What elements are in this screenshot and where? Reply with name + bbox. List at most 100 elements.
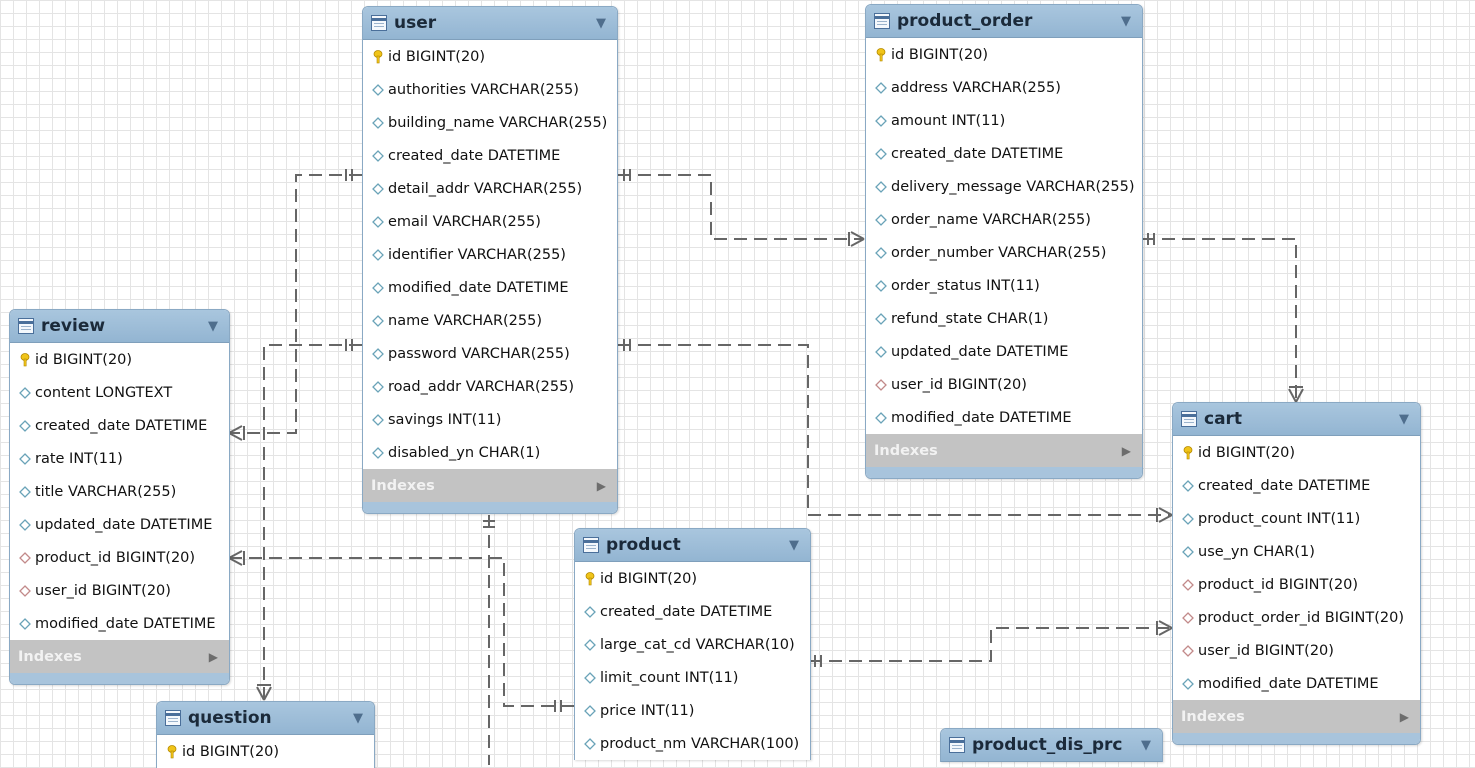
column-row[interactable]: product_order_id BIGINT(20) (1173, 601, 1420, 634)
column-row[interactable]: road_addr VARCHAR(255) (363, 370, 617, 403)
many-marker (256, 684, 272, 701)
column-row[interactable]: detail_addr VARCHAR(255) (363, 172, 617, 205)
column-row[interactable]: identifier VARCHAR(255) (363, 238, 617, 271)
collapse-triangle-icon[interactable]: ▼ (353, 710, 363, 726)
column-diamond-icon (875, 81, 887, 94)
indexes-section[interactable]: Indexes▶ (10, 640, 229, 673)
column-row[interactable]: title VARCHAR(255) (10, 475, 229, 508)
collapse-triangle-icon[interactable]: ▼ (596, 15, 606, 31)
column-row[interactable]: id BIGINT(20) (157, 735, 374, 768)
expand-arrow-icon[interactable]: ▶ (208, 649, 218, 664)
column-row[interactable]: product_id BIGINT(20) (10, 541, 229, 574)
column-row[interactable]: id BIGINT(20) (363, 40, 617, 73)
column-text: modified_date DATETIME (35, 615, 216, 632)
column-row[interactable]: large_cat_cd VARCHAR(10) (575, 628, 810, 661)
column-row[interactable]: content LONGTEXT (10, 376, 229, 409)
column-diamond-icon (1182, 677, 1194, 690)
indexes-section[interactable]: Indexes▶ (363, 469, 617, 502)
table-header[interactable]: user▼ (363, 7, 617, 40)
column-row[interactable]: user_id BIGINT(20) (1173, 634, 1420, 667)
expand-arrow-icon[interactable]: ▶ (1399, 709, 1409, 724)
column-row[interactable]: user_id BIGINT(20) (866, 368, 1142, 401)
column-row[interactable]: rate INT(11) (10, 442, 229, 475)
one-marker (623, 339, 631, 351)
table-header[interactable]: product_dis_prc▼ (941, 729, 1162, 762)
table-product[interactable]: product▼id BIGINT(20)created_date DATETI… (574, 528, 811, 760)
column-row[interactable]: name VARCHAR(255) (363, 304, 617, 337)
column-row[interactable]: product_nm VARCHAR(100) (575, 727, 810, 760)
column-row[interactable]: modified_date DATETIME (363, 271, 617, 304)
column-row[interactable]: order_status INT(11) (866, 269, 1142, 302)
column-text: user_id BIGINT(20) (891, 376, 1027, 393)
expand-arrow-icon[interactable]: ▶ (596, 478, 606, 493)
table-header[interactable]: review▼ (10, 310, 229, 343)
column-text: id BIGINT(20) (1198, 444, 1296, 461)
column-row[interactable]: id BIGINT(20) (575, 562, 810, 595)
column-text: building_name VARCHAR(255) (388, 114, 608, 131)
indexes-section[interactable]: Indexes▶ (866, 434, 1142, 467)
column-text: product_id BIGINT(20) (35, 549, 196, 566)
column-row[interactable]: price INT(11) (575, 694, 810, 727)
column-diamond-icon (19, 386, 31, 399)
column-row[interactable]: password VARCHAR(255) (363, 337, 617, 370)
column-diamond-icon (372, 182, 384, 195)
column-row[interactable]: refund_state CHAR(1) (866, 302, 1142, 335)
collapse-triangle-icon[interactable]: ▼ (1141, 737, 1151, 753)
column-row[interactable]: id BIGINT(20) (1173, 436, 1420, 469)
one-marker (483, 520, 495, 528)
column-diamond-icon (584, 704, 596, 717)
indexes-section[interactable]: Indexes▶ (1173, 700, 1420, 733)
foreign-key-diamond-icon (19, 551, 31, 564)
column-row[interactable]: order_name VARCHAR(255) (866, 203, 1142, 236)
column-row[interactable]: order_number VARCHAR(255) (866, 236, 1142, 269)
column-diamond-icon (1182, 545, 1194, 558)
table-name: product_order (897, 11, 1033, 31)
column-row[interactable]: user_id BIGINT(20) (10, 574, 229, 607)
column-row[interactable]: building_name VARCHAR(255) (363, 106, 617, 139)
column-row[interactable]: amount INT(11) (866, 104, 1142, 137)
table-header[interactable]: cart▼ (1173, 403, 1420, 436)
column-row[interactable]: updated_date DATETIME (866, 335, 1142, 368)
column-row[interactable]: id BIGINT(20) (10, 343, 229, 376)
collapse-triangle-icon[interactable]: ▼ (789, 537, 799, 553)
column-text: limit_count INT(11) (600, 669, 739, 686)
column-diamond-icon (875, 246, 887, 259)
column-row[interactable]: savings INT(11) (363, 403, 617, 436)
column-row[interactable]: use_yn CHAR(1) (1173, 535, 1420, 568)
collapse-triangle-icon[interactable]: ▼ (1399, 411, 1409, 427)
table-product_order[interactable]: product_order ▼ id BIGINT(20)address VARCH… (865, 4, 1143, 479)
column-row[interactable]: modified_date DATETIME (10, 607, 229, 640)
table-header[interactable]: question▼ (157, 702, 374, 735)
column-row[interactable]: created_date DATETIME (10, 409, 229, 442)
column-row[interactable]: address VARCHAR(255) (866, 71, 1142, 104)
table-question[interactable]: question▼id BIGINT(20) (156, 701, 375, 768)
column-row[interactable]: product_id BIGINT(20) (1173, 568, 1420, 601)
column-row[interactable]: updated_date DATETIME (10, 508, 229, 541)
column-row[interactable]: created_date DATETIME (1173, 469, 1420, 502)
table-user[interactable]: user▼id BIGINT(20)authorities VARCHAR(25… (362, 6, 618, 514)
column-row[interactable]: modified_date DATETIME (1173, 667, 1420, 700)
column-row[interactable]: modified_date DATETIME (866, 401, 1142, 434)
collapse-triangle-icon[interactable]: ▼ (1121, 13, 1131, 29)
column-row[interactable]: created_date DATETIME (866, 137, 1142, 170)
one-marker (345, 169, 353, 181)
table-product_dis_prc[interactable]: product_dis_prc▼ (940, 728, 1163, 762)
column-row[interactable]: limit_count INT(11) (575, 661, 810, 694)
column-row[interactable]: created_date DATETIME (575, 595, 810, 628)
expand-arrow-icon[interactable]: ▶ (1121, 443, 1131, 458)
column-row[interactable]: disabled_yn CHAR(1) (363, 436, 617, 469)
column-row[interactable]: delivery_message VARCHAR(255) (866, 170, 1142, 203)
column-row[interactable]: id BIGINT(20) (866, 38, 1142, 71)
table-header[interactable]: product_order ▼ (866, 5, 1142, 38)
collapse-triangle-icon[interactable]: ▼ (208, 318, 218, 334)
foreign-key-diamond-icon (1182, 611, 1194, 624)
column-row[interactable]: email VARCHAR(255) (363, 205, 617, 238)
column-row[interactable]: authorities VARCHAR(255) (363, 73, 617, 106)
column-text: detail_addr VARCHAR(255) (388, 180, 583, 197)
table-header[interactable]: product▼ (575, 529, 810, 562)
column-row[interactable]: created_date DATETIME (363, 139, 617, 172)
column-row[interactable]: product_count INT(11) (1173, 502, 1420, 535)
